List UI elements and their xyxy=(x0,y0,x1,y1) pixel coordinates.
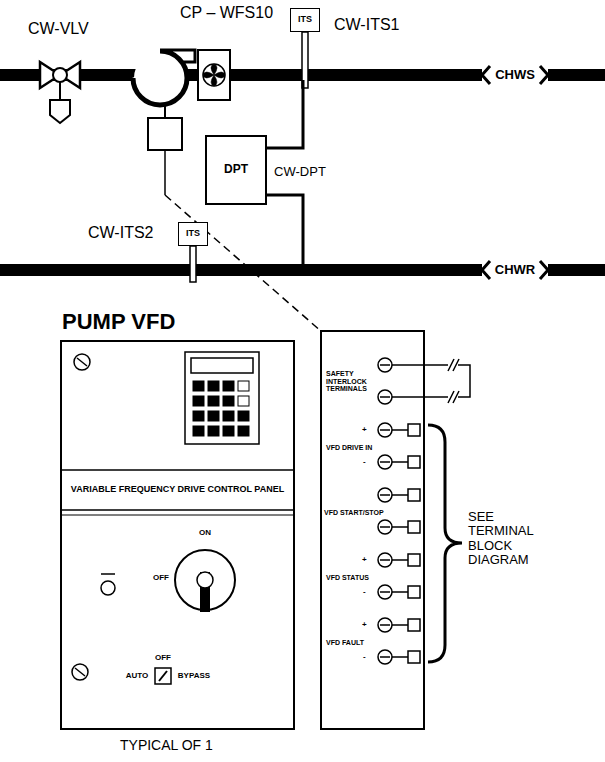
terminal-label: - xyxy=(363,458,366,467)
part-label: CW-DPT xyxy=(271,164,329,180)
terminal-label: SAFETY INTERLOCK TERMINALS xyxy=(326,370,376,393)
part-label: TYPICAL OF 1 xyxy=(120,738,213,753)
node-text: PUMP VFD xyxy=(62,310,175,334)
safety-jumper xyxy=(392,359,470,403)
keypad-display xyxy=(191,358,253,373)
keypad-key xyxy=(238,411,249,421)
part-label: CP – WFS10 xyxy=(180,4,273,22)
terminal-strip xyxy=(378,358,420,664)
control-valve xyxy=(40,62,80,123)
node-text: DPT xyxy=(224,163,248,176)
terminal-block xyxy=(408,619,420,631)
keypad-key xyxy=(193,381,204,391)
keypad-key xyxy=(223,426,234,436)
terminal-label: + xyxy=(362,621,367,630)
pressure-tube xyxy=(267,80,303,148)
terminal-label: + xyxy=(362,426,367,435)
sensor-well xyxy=(302,32,308,88)
pipe-tag xyxy=(482,261,490,279)
pipe-tag-label: CHWR xyxy=(492,262,538,278)
terminal-screw xyxy=(378,618,392,632)
terminal-label: + xyxy=(362,556,367,565)
pipe-tag xyxy=(482,66,490,84)
keypad-key xyxy=(208,396,219,406)
terminal-screw xyxy=(378,520,392,534)
keypad xyxy=(185,352,259,444)
keypad-key xyxy=(223,381,234,391)
keypad-key xyxy=(238,426,249,436)
terminal-screw xyxy=(378,455,392,469)
terminal-label: - xyxy=(363,588,366,597)
switch-label: OFF xyxy=(155,654,171,663)
terminal-block xyxy=(408,554,420,566)
selector-switch xyxy=(155,668,171,684)
keypad-key xyxy=(238,381,249,391)
keypad-key xyxy=(193,426,204,436)
brace xyxy=(428,425,462,662)
sensor-box: DPT xyxy=(205,135,267,205)
switch-label: BYPASS xyxy=(178,672,210,681)
return-pipe xyxy=(548,264,605,276)
part-label: SEE TERMINAL BLOCK DIAGRAM xyxy=(468,510,546,567)
return-pipe xyxy=(0,264,482,276)
terminal-screw xyxy=(378,423,392,437)
leader-line xyxy=(165,195,322,332)
switch-label: OFF xyxy=(153,574,169,583)
pipe-tag-label: CHWS xyxy=(492,67,538,83)
vfd-panel: PUMP VFDVARIABLE FREQUENCY DRIVE CONTROL… xyxy=(60,340,295,730)
pump xyxy=(132,50,322,332)
part-label: CW-ITS1 xyxy=(334,16,399,34)
part-label: CW-ITS2 xyxy=(88,224,153,242)
terminal-block xyxy=(408,424,420,436)
terminal-screw xyxy=(378,585,392,599)
pilot-light xyxy=(101,581,115,595)
terminal-block xyxy=(408,651,420,663)
terminal-label: - xyxy=(363,653,366,662)
supply-pipe xyxy=(548,69,605,81)
node-text: ITS xyxy=(186,229,200,239)
pressure-tube xyxy=(267,195,303,265)
keypad-key xyxy=(193,411,204,421)
terminal-screw xyxy=(378,488,392,502)
keypad-key xyxy=(238,396,249,406)
pipe-tag xyxy=(540,261,548,279)
terminal-block xyxy=(408,489,420,501)
keypad-key xyxy=(208,411,219,421)
switch-label: ON xyxy=(199,529,211,538)
part-label: CW-VLV xyxy=(28,20,89,38)
keypad-key xyxy=(193,396,204,406)
terminal-block xyxy=(408,456,420,468)
node-text: VARIABLE FREQUENCY DRIVE CONTROL PANEL xyxy=(62,470,293,510)
terminal-screw xyxy=(378,390,392,404)
keypad-key xyxy=(223,396,234,406)
terminal-block xyxy=(408,586,420,598)
sensor-box: ITS xyxy=(178,222,208,246)
terminal-label: VFD FAULT xyxy=(326,639,364,647)
terminal-screw xyxy=(378,358,392,372)
switch-label: AUTO xyxy=(126,672,149,681)
keypad-key xyxy=(223,411,234,421)
terminal-label: VFD START/STOP xyxy=(324,509,384,517)
pump-motor xyxy=(148,118,182,150)
flow-switch xyxy=(198,50,230,100)
vfd-panel-details xyxy=(60,352,295,684)
node-text: ITS xyxy=(298,15,312,25)
terminal-label: VFD STATUS xyxy=(326,574,369,582)
terminal-label: VFD DRIVE IN xyxy=(326,444,372,452)
keypad-key xyxy=(208,426,219,436)
keypad-key xyxy=(208,381,219,391)
sensor-box: ITS xyxy=(290,8,320,32)
terminal-block xyxy=(408,521,420,533)
terminal-panel: SAFETY INTERLOCK TERMINALS + VFD DRIVE IN -… xyxy=(320,330,425,730)
terminal-screw xyxy=(378,553,392,567)
terminal-screw xyxy=(378,650,392,664)
sensor-well xyxy=(190,246,196,282)
pipe-tag xyxy=(540,66,548,84)
